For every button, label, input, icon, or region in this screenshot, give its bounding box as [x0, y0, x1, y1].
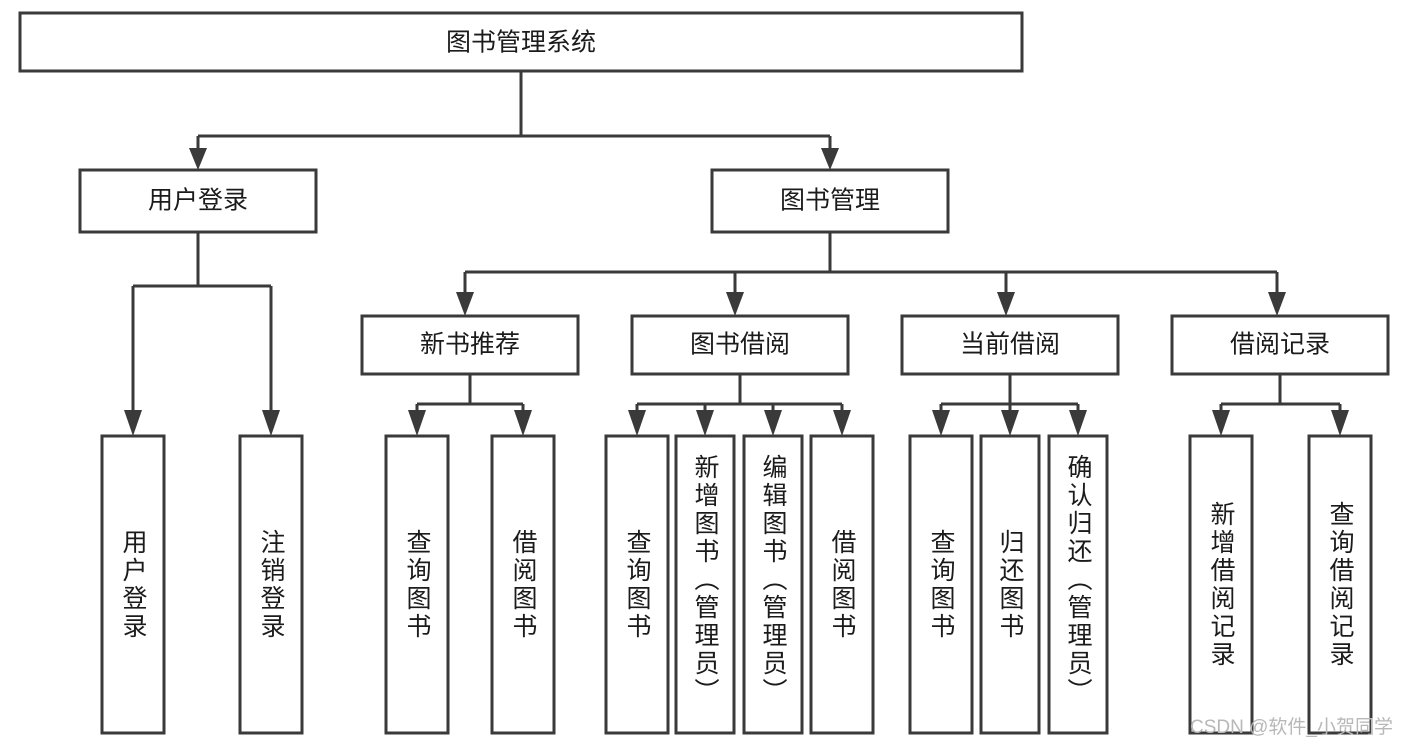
leaf-book-borrow-1-box[interactable]	[604, 434, 670, 735]
leaf-borrow-record-2-label: 查询借阅记录	[1326, 501, 1355, 669]
arrow-head-leaf-current-borrow-3	[1069, 410, 1087, 436]
leaf-user-login-2-box[interactable]	[238, 434, 304, 735]
connector-group-book-borrow	[628, 374, 851, 436]
arrow-head-leaf-user-login-1	[124, 410, 142, 436]
connector-group-new-book	[408, 374, 532, 436]
node-book-management-label: 图书管理	[780, 187, 880, 215]
arrow-head-borrow-record	[1268, 292, 1286, 316]
arrow-head-new-book	[456, 292, 474, 316]
node-book-borrow-label: 图书借阅	[690, 331, 790, 359]
leaf-book-borrow-2[interactable]: 新增图书（管理员）	[674, 434, 736, 735]
leaf-current-borrow-3-box[interactable]	[1047, 434, 1109, 735]
leaf-book-borrow-4[interactable]: 借阅图书	[809, 434, 875, 735]
leaf-user-login-1[interactable]: 用户登录	[100, 434, 166, 735]
node-book-management[interactable]: 图书管理	[710, 168, 950, 234]
arrow-head-leaf-book-borrow-4	[833, 410, 851, 436]
node-current-borrow-label: 当前借阅	[960, 331, 1060, 359]
node-root-system[interactable]: 图书管理系统	[18, 11, 1024, 73]
node-current-borrow[interactable]: 当前借阅	[900, 314, 1120, 376]
leaf-user-login-1-label: 用户登录	[119, 529, 148, 641]
leaf-new-book-2[interactable]: 借阅图书	[490, 434, 556, 735]
leaf-borrow-record-2-box[interactable]	[1307, 434, 1373, 735]
leaf-book-borrow-1[interactable]: 查询图书	[604, 434, 670, 735]
leaf-book-borrow-3-label: 编辑图书（管理员）	[759, 454, 788, 706]
arrow-head-book-borrow	[726, 292, 744, 316]
arrow-head-user-login	[189, 148, 207, 170]
leaf-current-borrow-2-label: 归还图书	[996, 529, 1025, 641]
node-root-system-label: 图书管理系统	[446, 29, 596, 57]
leaf-current-borrow-3-label: 确认归还（管理员）	[1064, 454, 1093, 706]
leaf-current-borrow-2[interactable]: 归还图书	[979, 434, 1041, 735]
node-user-login-label: 用户登录	[148, 187, 248, 215]
node-root-system-box[interactable]	[18, 11, 1024, 73]
connector-group-current-borrow	[932, 374, 1087, 436]
arrow-head-leaf-current-borrow-2	[1001, 410, 1019, 436]
connector-group-book-mgmt	[456, 232, 1286, 316]
leaf-new-book-1-label: 查询图书	[403, 529, 432, 641]
leaf-book-borrow-1-label: 查询图书	[623, 529, 652, 641]
node-book-borrow[interactable]: 图书借阅	[630, 314, 850, 376]
node-book-management-box[interactable]	[710, 168, 950, 234]
leaf-borrow-record-1[interactable]: 新增借阅记录	[1188, 434, 1254, 735]
node-current-borrow-box[interactable]	[900, 314, 1120, 376]
leaf-user-login-2[interactable]: 注销登录	[238, 434, 304, 735]
leaf-new-book-1[interactable]: 查询图书	[384, 434, 450, 735]
leaf-user-login-1-box[interactable]	[100, 434, 166, 735]
node-new-book-recommend[interactable]: 新书推荐	[360, 314, 580, 376]
leaf-new-book-2-label: 借阅图书	[509, 529, 538, 641]
arrow-head-leaf-book-borrow-1	[628, 410, 646, 436]
leaf-book-borrow-4-box[interactable]	[809, 434, 875, 735]
leaf-current-borrow-2-box[interactable]	[979, 434, 1041, 735]
leaf-book-borrow-2-box[interactable]	[674, 434, 736, 735]
leaf-current-borrow-1-box[interactable]	[908, 434, 974, 735]
arrow-head-book-mgmt	[821, 148, 839, 170]
leaf-book-borrow-3[interactable]: 编辑图书（管理员）	[742, 434, 804, 735]
node-user-login-box[interactable]	[78, 168, 318, 234]
leaf-borrow-record-1-label: 新增借阅记录	[1207, 501, 1236, 669]
leaf-book-borrow-3-box[interactable]	[742, 434, 804, 735]
connector-group-root	[189, 71, 839, 170]
node-new-book-recommend-box[interactable]	[360, 314, 580, 376]
leaf-current-borrow-1-label: 查询图书	[927, 529, 956, 641]
arrow-head-leaf-book-borrow-2	[696, 410, 714, 436]
arrow-head-current-borrow	[997, 292, 1015, 316]
node-borrow-record-box[interactable]	[1170, 314, 1390, 376]
node-new-book-recommend-label: 新书推荐	[420, 331, 520, 359]
connector-group-user-login	[124, 232, 280, 436]
leaf-book-borrow-4-label: 借阅图书	[828, 529, 857, 641]
arrow-head-leaf-borrow-record-1	[1212, 410, 1230, 436]
leaf-borrow-record-2[interactable]: 查询借阅记录	[1307, 434, 1373, 735]
node-borrow-record[interactable]: 借阅记录	[1170, 314, 1390, 376]
leaf-borrow-record-1-box[interactable]	[1188, 434, 1254, 735]
leaf-current-borrow-3[interactable]: 确认归还（管理员）	[1047, 434, 1109, 735]
leaf-current-borrow-1[interactable]: 查询图书	[908, 434, 974, 735]
csdn-watermark: CSDN @软件_小贺同学	[1190, 717, 1393, 738]
node-book-borrow-box[interactable]	[630, 314, 850, 376]
arrow-head-leaf-current-borrow-1	[932, 410, 950, 436]
node-borrow-record-label: 借阅记录	[1230, 331, 1330, 359]
leaf-new-book-1-box[interactable]	[384, 434, 450, 735]
leaf-user-login-2-label: 注销登录	[257, 529, 286, 641]
connector-group-borrow-record	[1212, 374, 1349, 436]
arrow-head-leaf-book-borrow-3	[764, 410, 782, 436]
arrow-head-leaf-borrow-record-2	[1331, 410, 1349, 436]
arrow-head-leaf-new-book-2	[514, 410, 532, 436]
arrow-head-leaf-user-login-2	[262, 410, 280, 436]
node-user-login[interactable]: 用户登录	[78, 168, 318, 234]
leaf-book-borrow-2-label: 新增图书（管理员）	[691, 454, 720, 706]
arrow-head-leaf-new-book-1	[408, 410, 426, 436]
leaf-new-book-2-box[interactable]	[490, 434, 556, 735]
